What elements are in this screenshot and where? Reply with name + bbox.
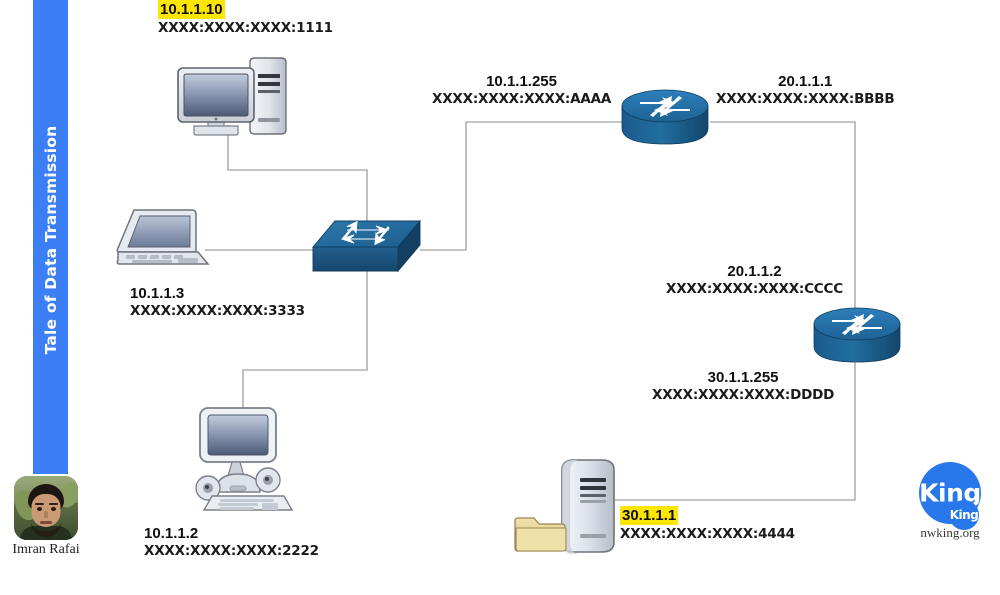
label-workstation1-ipv6: XXXX:XXXX:XXXX:2222 (144, 543, 319, 560)
site-logo: King King nwking.org (908, 462, 992, 541)
label-workstation1-ipv4: 10.1.1.2 (144, 525, 199, 542)
desktop-pc-icon (177, 57, 287, 136)
label-router1-left-ipv6: XXXX:XXXX:XXXX:AAAA (432, 91, 612, 108)
logo-badge-icon: King (949, 500, 979, 530)
label-laptop1-ipv4: 10.1.1.3 (130, 285, 185, 302)
author-name: Imran Rafai (12, 542, 80, 557)
label-router2-bottom: 30.1.1.255 XXXX:XXXX:XXXX:DDDD (652, 368, 834, 404)
link-pc1-switch1 (227, 125, 368, 226)
folder-icon (514, 517, 567, 552)
link-workstation1-switch1 (242, 268, 368, 415)
logo-url: nwking.org (920, 525, 980, 540)
link-lines (205, 121, 856, 501)
link-switch1-router1 (420, 121, 622, 251)
label-router2-top-ipv4: 20.1.1.2 (727, 263, 782, 280)
label-server1-ipv6: XXXX:XXXX:XXXX:4444 (620, 526, 795, 543)
network-switch-icon (312, 219, 421, 273)
banner-title: Tale of Data Transmission (41, 125, 60, 355)
server-icon (561, 459, 615, 554)
logo-badge-word: King (949, 508, 979, 522)
label-pc1-ipv6: XXXX:XXXX:XXXX:1111 (158, 20, 333, 37)
label-router2-top-ipv6: XXXX:XXXX:XXXX:CCCC (666, 281, 843, 298)
side-banner: Tale of Data Transmission (33, 0, 68, 480)
label-router2-top: 20.1.1.2 XXXX:XXXX:XXXX:CCCC (666, 262, 843, 298)
laptop-icon (116, 209, 210, 265)
label-pc1-ipv4: 10.1.1.10 (158, 0, 225, 20)
link-router1-router2 (710, 121, 856, 341)
label-laptop1: 10.1.1.3 XXXX:XXXX:XXXX:3333 (130, 284, 305, 320)
label-server1-ipv4: 30.1.1.1 (620, 506, 679, 526)
author-block: Imran Rafai (4, 476, 88, 558)
label-router1-right-ipv4: 20.1.1.1 (778, 73, 833, 90)
label-router1-left-ipv4: 10.1.1.255 (486, 73, 557, 90)
label-router1-left: 10.1.1.255 XXXX:XXXX:XXXX:AAAA (432, 72, 611, 108)
desktop-workstation-icon (195, 407, 294, 511)
label-workstation1: 10.1.1.2 XXXX:XXXX:XXXX:2222 (144, 524, 319, 560)
link-router2-server1 (600, 340, 856, 501)
label-router2-bottom-ipv6: XXXX:XXXX:XXXX:DDDD (652, 387, 835, 404)
label-server1: 30.1.1.1 XXXX:XXXX:XXXX:4444 (620, 506, 795, 544)
label-router1-right-ipv6: XXXX:XXXX:XXXX:BBBB (716, 91, 895, 108)
label-pc1: 10.1.1.10 XXXX:XXXX:XXXX:1111 (158, 0, 333, 38)
label-router1-right: 20.1.1.1 XXXX:XXXX:XXXX:BBBB (716, 72, 895, 108)
label-laptop1-ipv6: XXXX:XXXX:XXXX:3333 (130, 303, 305, 320)
router-icon (621, 89, 709, 145)
label-router2-bottom-ipv4: 30.1.1.255 (707, 369, 779, 386)
router-icon (813, 307, 901, 363)
person-photo-avatar (14, 476, 78, 540)
logo-circle-icon: King King (919, 462, 981, 530)
